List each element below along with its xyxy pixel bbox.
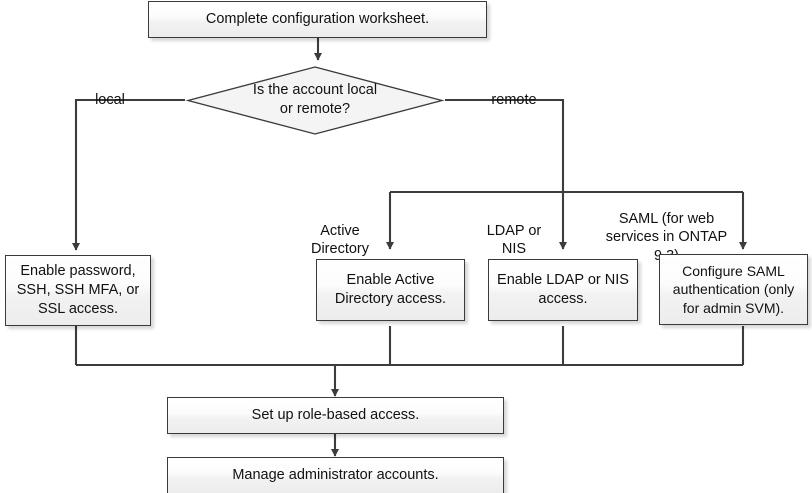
node-label: Is the account local or remote? — [252, 81, 378, 117]
node-label: Enable Active Directory access. — [334, 272, 447, 307]
node-enable-active-directory-access[interactable]: Enable Active Directory access. — [316, 259, 465, 321]
node-label: Complete configuration worksheet. — [205, 11, 430, 28]
node-manage-administrator-accounts[interactable]: Manage administrator accounts. — [167, 457, 504, 493]
node-label: Manage administrator accounts. — [232, 467, 439, 484]
diamond-shape — [185, 66, 445, 135]
node-enable-ldap-or-nis-access[interactable]: Enable LDAP or NIS access. — [488, 259, 638, 321]
edge-label-ldap-or-nis-text: LDAP or NIS — [486, 222, 542, 258]
edge-label-remote-text: remote — [491, 91, 537, 108]
edge-label-saml-text: SAML (for web services in ONTAP 9.3) — [605, 210, 728, 264]
node-label: Enable LDAP or NIS access. — [497, 272, 629, 307]
node-label: Enable password, SSH, SSH MFA, or SSL ac… — [16, 263, 140, 317]
node-set-up-role-based-access[interactable]: Set up role-based access. — [167, 397, 504, 434]
edge-decision-to-local — [71, 98, 185, 251]
node-complete-configuration-worksheet[interactable]: Complete configuration worksheet. — [148, 1, 487, 38]
node-is-account-local-or-remote[interactable]: Is the account local or remote? — [185, 64, 445, 137]
node-label: Set up role-based access. — [251, 407, 420, 424]
node-label: Configure SAML authentication (only for … — [672, 263, 795, 316]
edge-label-local-text: local — [95, 91, 125, 108]
node-enable-password-ssh-ssl[interactable]: Enable password, SSH, SSH MFA, or SSL ac… — [5, 255, 151, 326]
edge-label-active-directory: Active Directory — [297, 203, 383, 259]
edge-label-saml: SAML (for web services in ONTAP 9.3) — [594, 191, 739, 265]
edge-label-active-directory-text: Active Directory — [310, 222, 369, 258]
node-configure-saml-authentication[interactable]: Configure SAML authentication (only for … — [659, 254, 808, 325]
edge-label-local: local — [80, 72, 140, 109]
edge-label-remote: remote — [477, 72, 551, 109]
edge-label-ldap-or-nis: LDAP or NIS — [473, 203, 555, 259]
edge-decision-to-remote-trunk — [445, 98, 565, 192]
